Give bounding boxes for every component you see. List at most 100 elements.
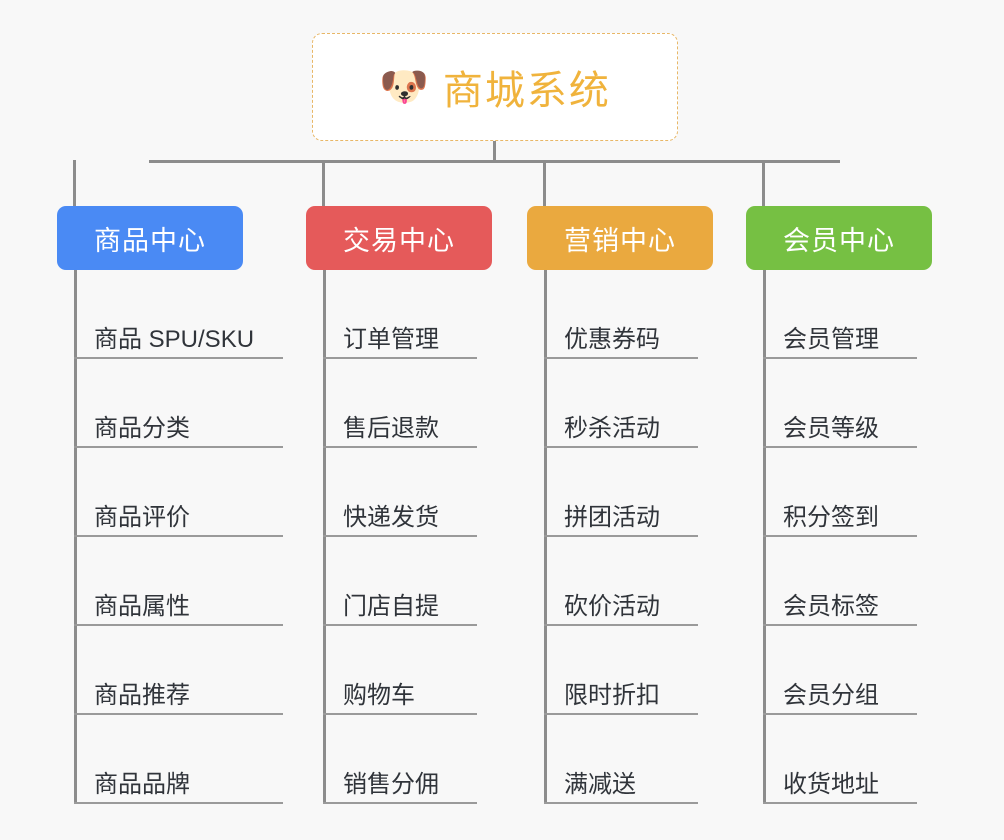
leaf-item[interactable]: 会员标签 — [746, 537, 932, 626]
leaf-item[interactable]: 收货地址 — [746, 715, 932, 804]
leaf-item-label: 会员等级 — [783, 414, 879, 442]
leaf-item-rule — [763, 446, 917, 448]
leaf-list-product-center: 商品 SPU/SKU 商品分类商品评价商品属性商品推荐商品品牌 — [57, 270, 283, 804]
leaf-list-trade-center: 订单管理售后退款快递发货门店自提购物车销售分佣 — [306, 270, 492, 804]
leaf-item-label: 商品品牌 — [94, 770, 190, 798]
leaf-item[interactable]: 限时折扣 — [527, 626, 713, 715]
branch-header-product-center[interactable]: 商品中心 — [57, 206, 243, 270]
leaf-item[interactable]: 拼团活动 — [527, 448, 713, 537]
leaf-item-label: 秒杀活动 — [564, 414, 660, 442]
leaf-item[interactable]: 商品 SPU/SKU — [57, 270, 283, 359]
leaf-item-label: 商品属性 — [94, 592, 190, 620]
leaf-item[interactable]: 售后退款 — [306, 359, 492, 448]
leaf-item-label: 满减送 — [564, 770, 636, 798]
leaf-item[interactable]: 优惠券码 — [527, 270, 713, 359]
leaf-item-label: 积分签到 — [783, 503, 879, 531]
leaf-item-rule — [544, 802, 698, 804]
leaf-item-label: 快递发货 — [343, 503, 439, 531]
leaf-item-label: 订单管理 — [343, 325, 439, 353]
leaf-item-rule — [763, 624, 917, 626]
leaf-item[interactable]: 秒杀活动 — [527, 359, 713, 448]
leaf-item-label: 商品评价 — [94, 503, 190, 531]
leaf-list-marketing-center: 优惠券码秒杀活动拼团活动砍价活动限时折扣满减送 — [527, 270, 713, 804]
connector-branch-marketing-center — [543, 160, 546, 206]
branch-trade-center: 交易中心订单管理售后退款快递发货门店自提购物车销售分佣 — [306, 206, 492, 804]
leaf-item-rule — [74, 535, 283, 537]
leaf-item-rule — [763, 535, 917, 537]
leaf-item-label: 商品推荐 — [94, 681, 190, 709]
leaf-item-rule — [323, 357, 477, 359]
leaf-item-rule — [763, 357, 917, 359]
leaf-item-rule — [74, 713, 283, 715]
leaf-spine-member-center — [763, 270, 766, 804]
leaf-item-label: 门店自提 — [343, 592, 439, 620]
leaf-item[interactable]: 订单管理 — [306, 270, 492, 359]
leaf-spine-trade-center — [323, 270, 326, 804]
leaf-item-label: 会员管理 — [783, 325, 879, 353]
leaf-item-label: 会员标签 — [783, 592, 879, 620]
leaf-item-rule — [544, 713, 698, 715]
leaf-item-rule — [74, 802, 283, 804]
leaf-item[interactable]: 商品分类 — [57, 359, 283, 448]
leaf-item[interactable]: 会员管理 — [746, 270, 932, 359]
branch-header-label: 商品中心 — [94, 225, 206, 256]
leaf-item[interactable]: 会员分组 — [746, 626, 932, 715]
branch-header-label: 营销中心 — [564, 225, 676, 256]
leaf-item-rule — [323, 713, 477, 715]
leaf-item[interactable]: 商品评价 — [57, 448, 283, 537]
shiba-dog-face-icon: 🐶 — [379, 65, 429, 109]
leaf-list-member-center: 会员管理会员等级积分签到会员标签会员分组收货地址 — [746, 270, 932, 804]
leaf-spine-marketing-center — [544, 270, 547, 804]
branch-header-member-center[interactable]: 会员中心 — [746, 206, 932, 270]
root-title: 商城系统 — [442, 69, 611, 113]
branch-header-label: 会员中心 — [783, 225, 895, 256]
branch-header-label: 交易中心 — [343, 225, 455, 256]
leaf-item-label: 售后退款 — [343, 414, 439, 442]
leaf-item-rule — [763, 802, 917, 804]
leaf-item[interactable]: 销售分佣 — [306, 715, 492, 804]
leaf-item-rule — [323, 446, 477, 448]
branch-header-marketing-center[interactable]: 营销中心 — [527, 206, 713, 270]
leaf-item[interactable]: 商品属性 — [57, 537, 283, 626]
leaf-item-label: 商品分类 — [94, 414, 190, 442]
branch-header-trade-center[interactable]: 交易中心 — [306, 206, 492, 270]
leaf-item[interactable]: 满减送 — [527, 715, 713, 804]
leaf-item[interactable]: 积分签到 — [746, 448, 932, 537]
leaf-item[interactable]: 商品品牌 — [57, 715, 283, 804]
leaf-item-label: 商品 SPU/SKU — [94, 325, 255, 353]
leaf-item-rule — [544, 357, 698, 359]
leaf-item-rule — [763, 713, 917, 715]
branch-marketing-center: 营销中心优惠券码秒杀活动拼团活动砍价活动限时折扣满减送 — [527, 206, 713, 804]
connector-horizontal-bus — [149, 160, 840, 163]
leaf-item-rule — [323, 624, 477, 626]
connector-root-stem — [493, 141, 496, 162]
leaf-item-rule — [323, 535, 477, 537]
connector-branch-member-center — [762, 160, 765, 206]
connector-branch-trade-center — [322, 160, 325, 206]
leaf-item-rule — [544, 535, 698, 537]
leaf-item-label: 砍价活动 — [564, 592, 660, 620]
leaf-item[interactable]: 门店自提 — [306, 537, 492, 626]
leaf-item[interactable]: 快递发货 — [306, 448, 492, 537]
leaf-item-rule — [74, 446, 283, 448]
leaf-item[interactable]: 会员等级 — [746, 359, 932, 448]
leaf-item[interactable]: 购物车 — [306, 626, 492, 715]
branch-member-center: 会员中心会员管理会员等级积分签到会员标签会员分组收货地址 — [746, 206, 932, 804]
leaf-item-label: 购物车 — [343, 681, 415, 709]
leaf-item-rule — [544, 446, 698, 448]
root-node[interactable]: 🐶 商城系统 — [312, 33, 678, 141]
leaf-item[interactable]: 商品推荐 — [57, 626, 283, 715]
leaf-item[interactable]: 砍价活动 — [527, 537, 713, 626]
leaf-item-label: 优惠券码 — [564, 325, 660, 353]
leaf-item-label: 销售分佣 — [343, 770, 439, 798]
leaf-item-label: 会员分组 — [783, 681, 879, 709]
connector-branch-product-center — [73, 160, 76, 206]
branch-product-center: 商品中心商品 SPU/SKU 商品分类商品评价商品属性商品推荐商品品牌 — [57, 206, 283, 804]
leaf-item-rule — [323, 802, 477, 804]
leaf-item-label: 拼团活动 — [564, 503, 660, 531]
leaf-spine-product-center — [74, 270, 77, 804]
leaf-item-rule — [74, 357, 283, 359]
leaf-item-label: 收货地址 — [783, 770, 879, 798]
leaf-item-rule — [74, 624, 283, 626]
